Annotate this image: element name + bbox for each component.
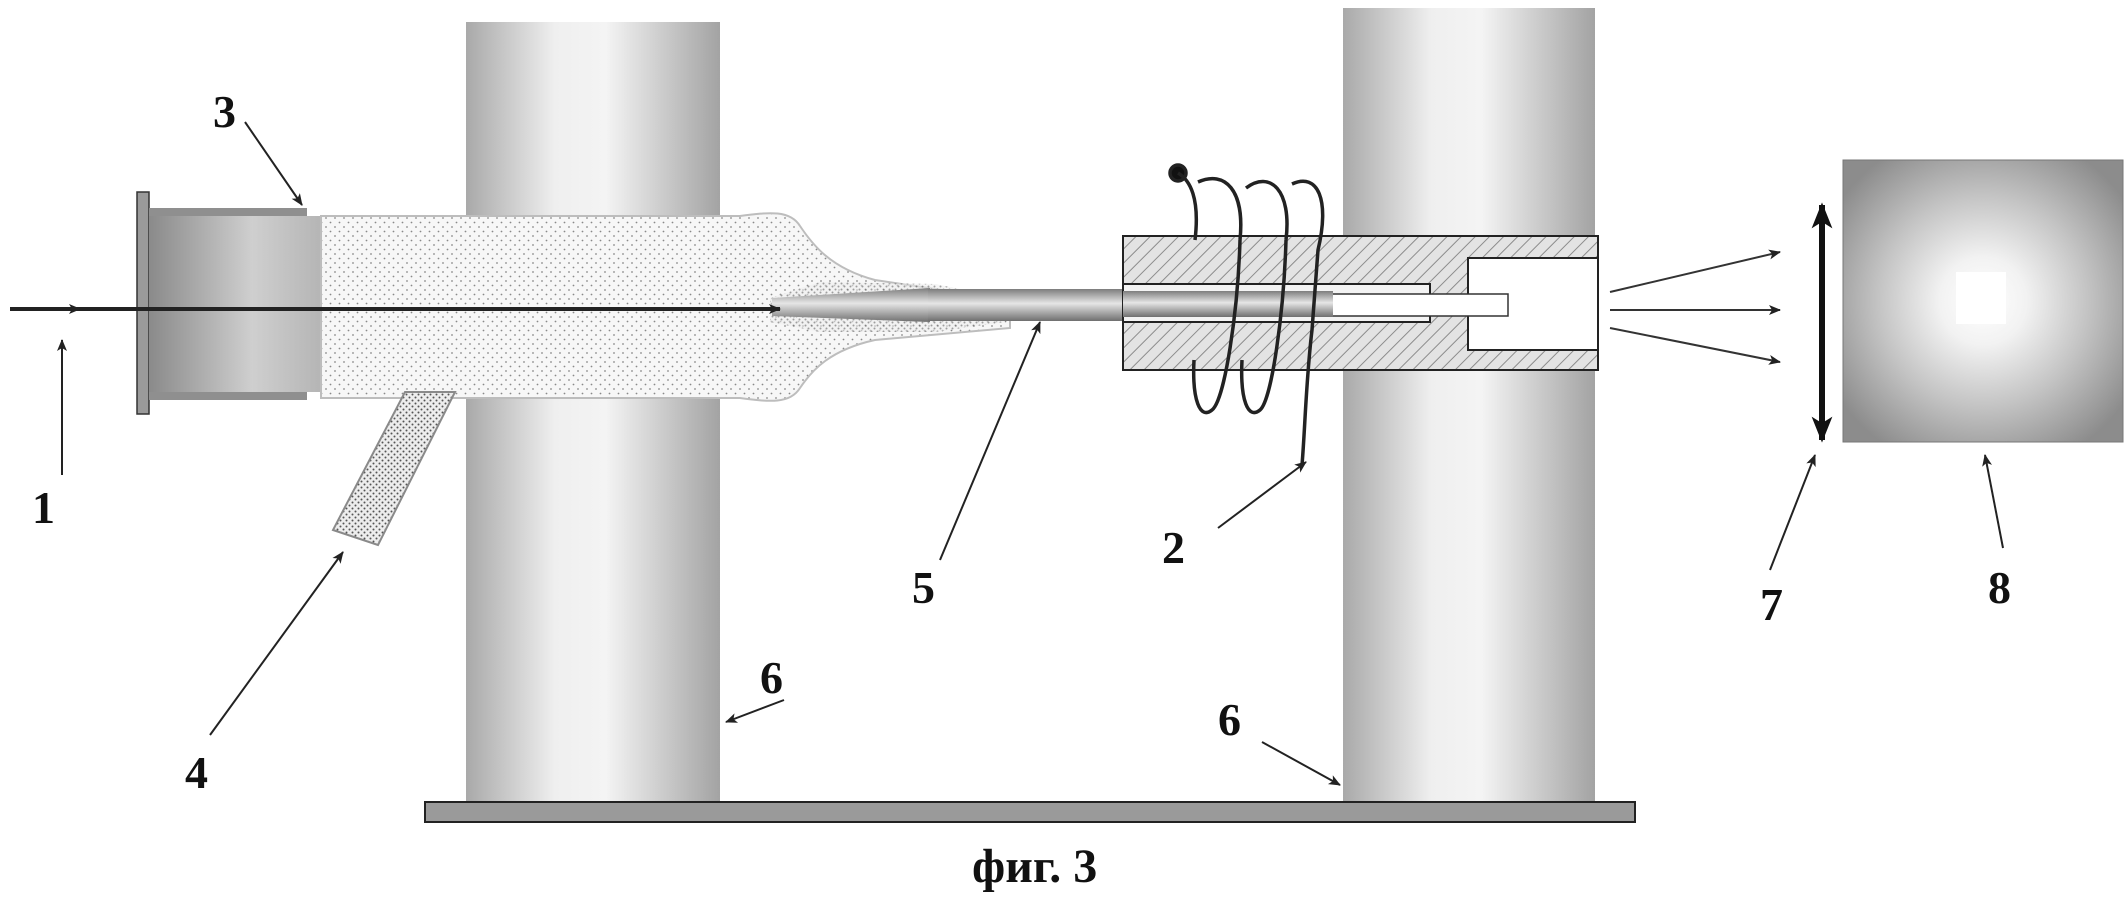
base-plate [425,802,1635,822]
label-3: 3 [213,86,236,137]
side-port [333,392,455,545]
leader-7 [1770,455,1815,570]
leader-5 [940,322,1040,560]
leader-8 [1985,455,2003,548]
housing-flange [137,192,149,414]
label-5: 5 [912,562,935,613]
fiber-in-holder [1123,291,1333,317]
housing-wall-top [149,208,307,216]
leader-4 [210,552,343,735]
leader-6-right [1262,742,1340,785]
label-8: 8 [1988,562,2011,613]
support-column-right [1343,8,1595,802]
figure-caption: фиг. 3 [972,840,1097,893]
ray-down [1610,328,1780,362]
ray-up [1610,252,1780,292]
coil-holder [1123,236,1598,370]
housing-end-cap [149,216,321,392]
leader-3 [245,122,302,205]
label-7: 7 [1760,579,1783,630]
label-1: 1 [32,482,55,533]
leader-2 [1218,462,1306,528]
label-4: 4 [185,747,208,798]
label-6-left: 6 [760,652,783,703]
output-rays [1610,252,1780,362]
label-6-right: 6 [1218,694,1241,745]
support-column-left [466,22,720,802]
label-2: 2 [1162,522,1185,573]
leader-6-left [726,700,784,722]
housing-wall-bottom [149,392,307,400]
screen-spot [1956,272,2006,324]
